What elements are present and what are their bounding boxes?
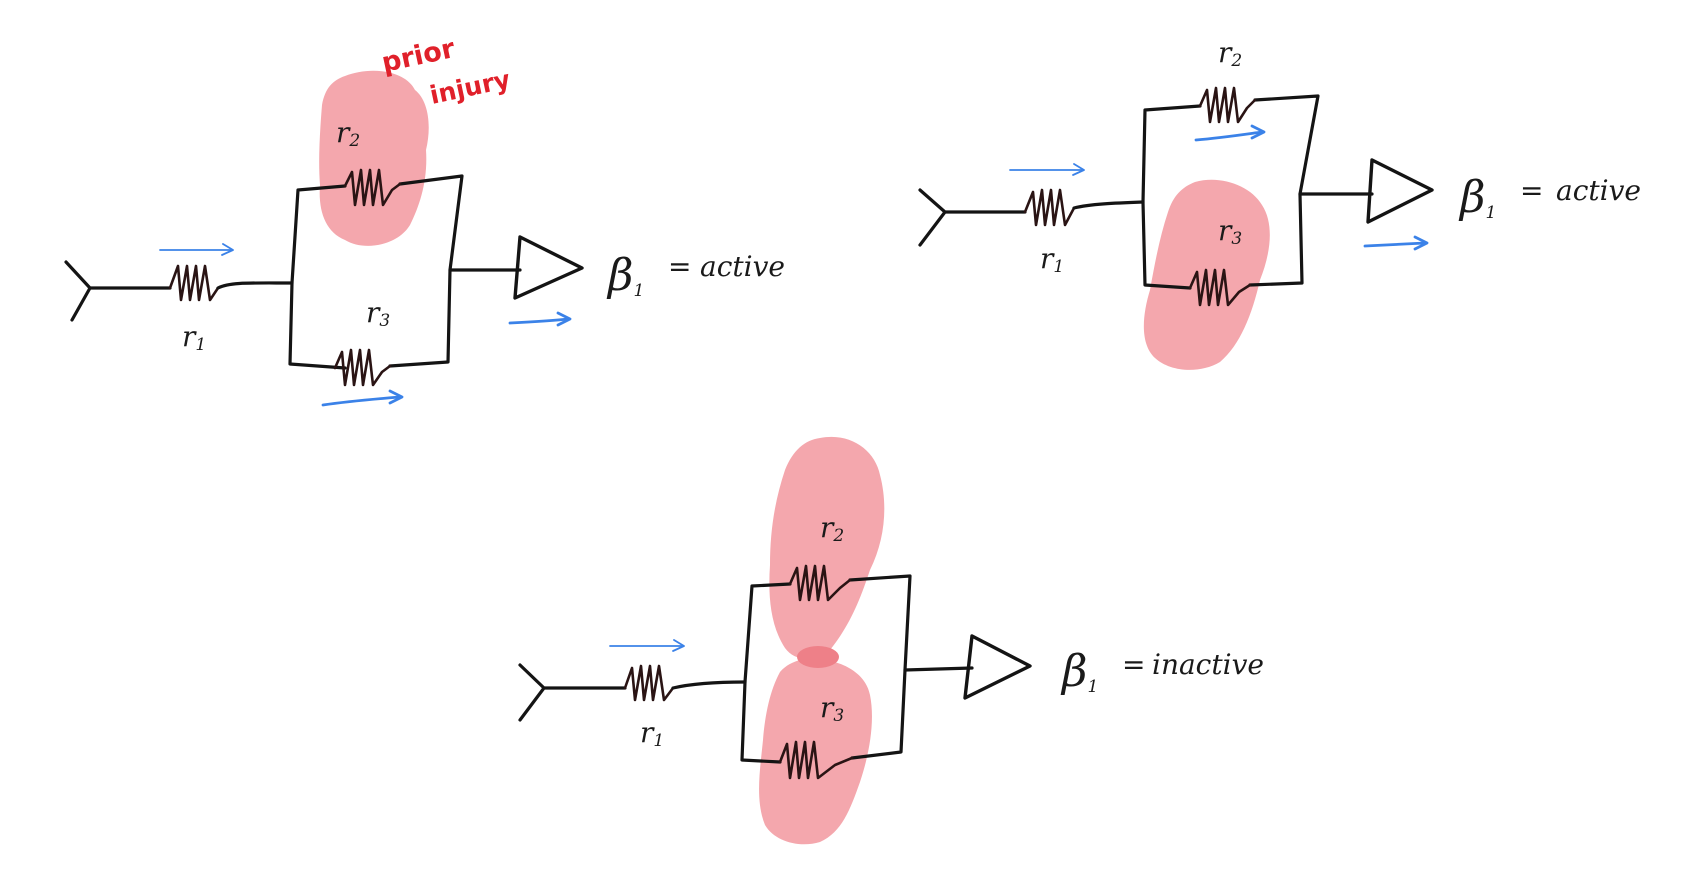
label-r2-1: r2 <box>336 116 360 151</box>
label-beta-1: β1 <box>606 250 644 301</box>
resistor-r1-2 <box>1023 188 1076 227</box>
wire-r1-to-split-1 <box>216 281 294 290</box>
label-beta-2: β1 <box>1458 172 1496 223</box>
injury-highlight-r2 <box>319 70 429 246</box>
amplifier-triangle-icon <box>1366 158 1434 224</box>
flow-arrow-r2-2 <box>1194 124 1266 142</box>
equals-2: = <box>1520 174 1543 207</box>
input-fork-1 <box>64 260 172 322</box>
status-active-1: active <box>700 250 785 283</box>
equals-3: = <box>1122 648 1145 681</box>
amplifier-triangle-icon <box>963 634 1032 700</box>
resistor-r1-3 <box>623 664 675 702</box>
resistor-r3-1 <box>333 348 392 387</box>
resistor-r2-1 <box>343 168 402 207</box>
label-r2-3: r2 <box>820 511 844 546</box>
label-r3-3: r3 <box>820 691 844 726</box>
circuit-3: r2 r3 r1 β1 = inactive <box>518 436 1264 845</box>
label-r3-1: r3 <box>366 296 390 331</box>
flow-arrow-output-1 <box>508 311 572 327</box>
resistor-r1-1 <box>168 264 220 302</box>
label-r1-3: r1 <box>640 716 664 751</box>
amplifier-triangle-icon <box>513 235 584 300</box>
circuit-1: r2 r3 r1 β1 = active prior injury <box>64 33 785 407</box>
status-inactive-3: inactive <box>1152 648 1264 681</box>
label-r2-2: r2 <box>1218 36 1242 71</box>
flow-arrow-output-2 <box>1363 235 1429 251</box>
annotation-prior: prior <box>379 33 458 79</box>
flow-arrow-input-2 <box>1009 163 1085 176</box>
wire-r1-to-split-3 <box>671 680 747 690</box>
annotation-injury: injury <box>427 65 513 110</box>
flow-arrow-r3-1 <box>321 389 404 407</box>
resistor-r3-3 <box>778 740 854 780</box>
status-active-2: active <box>1556 174 1641 207</box>
resistor-r2-3 <box>788 564 852 602</box>
equals-1: = <box>668 250 691 283</box>
injury-highlight-r2-3 <box>769 436 885 659</box>
wire-r1-to-split-2 <box>1072 200 1145 210</box>
label-r3-2: r3 <box>1218 214 1242 249</box>
wire-to-output-3 <box>903 666 974 672</box>
input-fork-3 <box>518 663 627 722</box>
label-r1-1: r1 <box>182 320 206 355</box>
flow-arrow-input-3 <box>609 639 685 652</box>
input-fork-2 <box>918 188 1027 247</box>
label-r1-2: r1 <box>1040 242 1064 277</box>
label-beta-3: β1 <box>1060 646 1098 697</box>
resistor-r2-2 <box>1198 86 1257 124</box>
circuit-2: r2 r3 r1 β1 = active <box>918 36 1641 370</box>
injury-overlap <box>797 646 839 668</box>
resistor-r3-2 <box>1188 268 1252 307</box>
flow-arrow-input-1 <box>159 243 234 256</box>
